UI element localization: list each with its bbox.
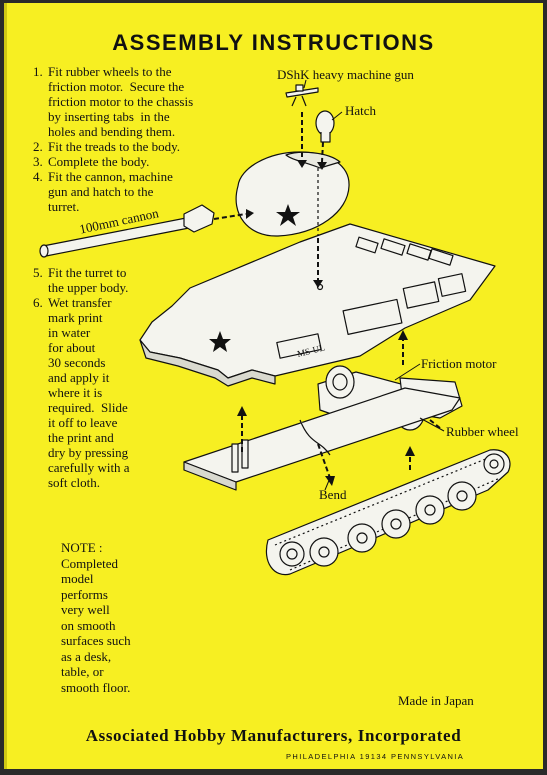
- note-heading: NOTE :: [61, 540, 103, 555]
- callout-friction-motor: Friction motor: [421, 356, 497, 371]
- step-2: 2.Fit the treads to the body.: [33, 139, 181, 154]
- callout-hatch: Hatch: [345, 103, 377, 118]
- step-1: 1.Fit rubber wheels to the friction moto…: [33, 64, 194, 139]
- road-wheels: [279, 453, 505, 567]
- step-text: Fit the cannon, machine gun and hatch to…: [48, 169, 173, 214]
- step-6: 6.Wet transfer mark print in water for a…: [33, 295, 130, 490]
- callout-bend: Bend: [319, 487, 347, 502]
- turret-star-emblem: [276, 204, 300, 226]
- made-in-label: Made in Japan: [398, 693, 474, 708]
- step-text: Complete the body.: [48, 154, 150, 169]
- step-5: 5.Fit the turret to the upper body.: [33, 265, 129, 295]
- step-text: Fit the treads to the body.: [48, 139, 181, 154]
- cannon-part: [39, 204, 215, 258]
- note-text: Completed model performs very well on sm…: [61, 555, 131, 695]
- hatch-part: [315, 110, 335, 143]
- steps-list-part-2: 5.Fit the turret to the upper body. 6.We…: [33, 265, 130, 490]
- step-3: 3.Complete the body.: [33, 154, 150, 169]
- step-text: Fit rubber wheels to the friction motor.…: [48, 64, 194, 139]
- turret-part: [235, 151, 350, 237]
- callout-leaders: [303, 79, 445, 491]
- step-4: 4.Fit the cannon, machine gun and hatch …: [33, 169, 173, 214]
- company-address: PHILADELPHIA 19134 PENNSYLVANIA: [286, 752, 465, 761]
- step-text: Fit the turret to the upper body.: [48, 265, 129, 295]
- callout-machine-gun: DShK heavy machine gun: [277, 67, 414, 82]
- machine-gun-part: [285, 84, 319, 107]
- arrow-heads: [237, 160, 415, 486]
- callout-rubber-wheel: Rubber wheel: [446, 424, 519, 439]
- step-text: Wet transfer mark print in water for abo…: [48, 295, 130, 490]
- hull-star-emblem: [209, 331, 231, 352]
- chassis-part: [183, 387, 461, 491]
- assembly-arrows: [213, 112, 441, 479]
- page-title: ASSEMBLY INSTRUCTIONS: [112, 30, 435, 55]
- company-name: Associated Hobby Manufacturers, Incorpor…: [85, 726, 462, 745]
- note-block: NOTE :Completed model performs very well…: [61, 540, 131, 695]
- steps-list-part-1: 1.Fit rubber wheels to the friction moto…: [33, 64, 193, 214]
